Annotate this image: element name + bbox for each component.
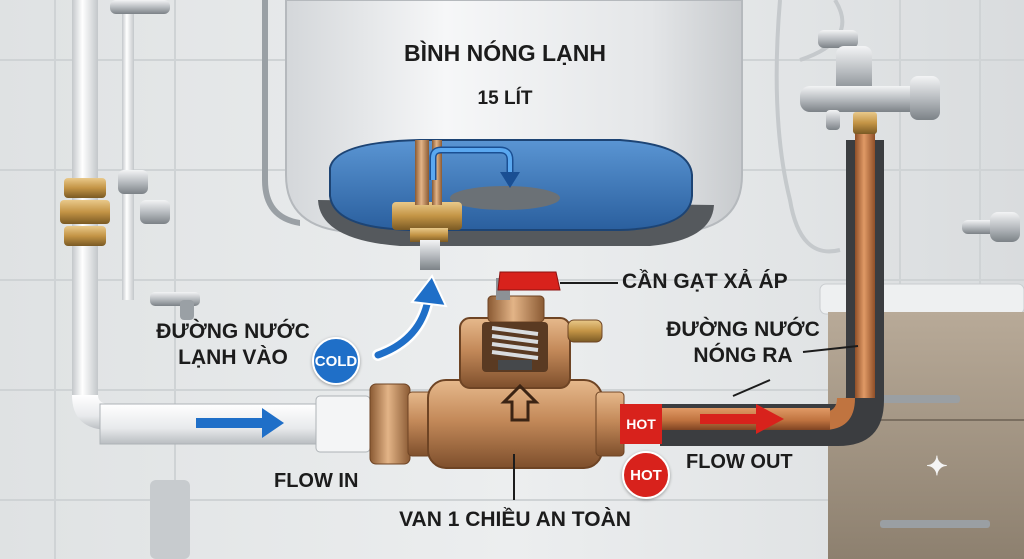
shower-mixer: [774, 0, 940, 254]
relief-lever-label: CẦN GẠT XẢ ÁP: [622, 270, 788, 293]
hot-line-label-1: ĐƯỜNG NƯỚC: [666, 318, 820, 341]
heater-capacity: 15 LÍT: [477, 88, 533, 109]
flow-in-label: FLOW IN: [274, 470, 359, 492]
inflow-arrow-up: [372, 274, 448, 361]
hot-badge: HOT: [622, 451, 670, 499]
cold-line-label-2: LẠNH VÀO: [178, 346, 288, 369]
flow-out-arrow: [700, 404, 784, 434]
shower-rail: [110, 0, 200, 559]
water-heater-tank: [262, 0, 743, 270]
check-valve: [369, 271, 662, 469]
heater-title: BÌNH NÓNG LẠNH: [404, 40, 606, 66]
hot-line-label-2: NÓNG RA: [693, 344, 793, 367]
flow-in-arrow: [196, 408, 284, 438]
valve-label: VAN 1 CHIỀU AN TOÀN: [399, 508, 631, 531]
hot-pipe-tag: HOT: [626, 416, 656, 432]
cold-badge: COLD: [312, 337, 360, 385]
cold-line-label-1: ĐƯỜNG NƯỚC: [156, 320, 310, 343]
sink-faucet: [962, 212, 1020, 242]
flow-out-label: FLOW OUT: [686, 451, 793, 473]
hot-outlet-pipe: [660, 112, 884, 446]
callout-lines: [513, 282, 859, 500]
cold-supply-pipe: [60, 0, 371, 453]
sparkle-icon: ✦: [926, 451, 948, 481]
